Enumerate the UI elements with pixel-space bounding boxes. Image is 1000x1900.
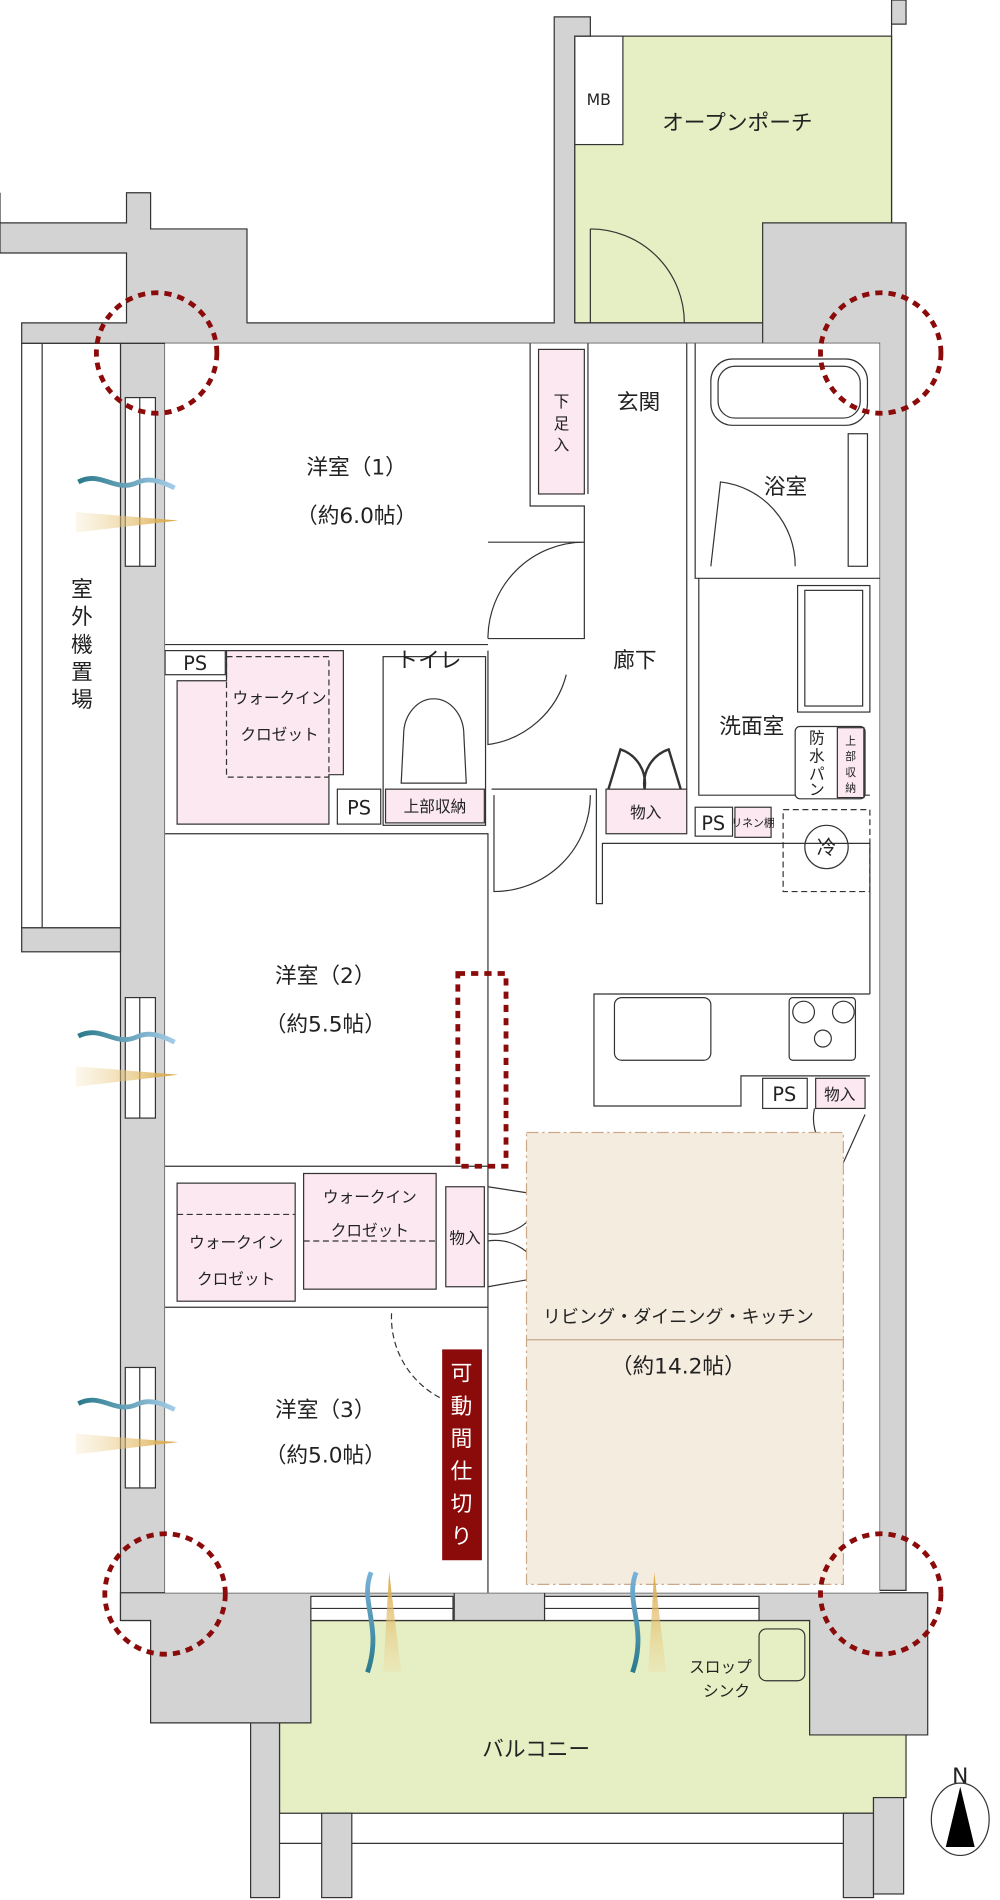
shoe-char: 下 [554, 392, 570, 411]
storage-char: 収 [845, 766, 856, 779]
room-size: （約6.0帖） [296, 504, 417, 529]
outdoor-char: 置 [71, 661, 93, 686]
pan-char: パ [809, 765, 825, 784]
airflow-icon [75, 1030, 179, 1087]
mb-label: MB [587, 90, 611, 109]
ps-label: PS [701, 812, 725, 835]
washroom-label: 洗面室 [719, 715, 784, 740]
wic-label: クロゼット [197, 1269, 275, 1288]
airflow-icon [365, 1571, 402, 1674]
balcony: バルコニー [250, 1619, 907, 1899]
north-label: N [952, 1764, 968, 1789]
partition-char: 間 [451, 1427, 473, 1452]
linen-label: リネン棚 [731, 816, 774, 830]
ldk-size: （約14.2帖） [611, 1354, 746, 1379]
slop-sink-label: シンク [703, 1681, 750, 1700]
ldk-name: リビング・ダイニング・キッチン [543, 1307, 814, 1328]
bathroom: 浴室 [710, 358, 869, 567]
partition-char: 動 [451, 1394, 473, 1419]
movable-partition-label: 可 動 間 仕 切 り [442, 1349, 482, 1561]
ps-label: PS [772, 1083, 796, 1106]
shoe-storage [537, 348, 585, 495]
storage-label: 物入 [824, 1085, 856, 1104]
kitchen-counter [593, 993, 870, 1107]
walk-in-closet-2: ウォークイン クロゼット [176, 1182, 296, 1302]
sink-icon [613, 996, 712, 1061]
airflow-icon [75, 476, 179, 533]
bath-label: 浴室 [764, 475, 807, 500]
toilet-label: トイレ [396, 648, 461, 673]
bedroom-3: 洋室（3） （約5.0帖） [265, 1398, 386, 1469]
windows [124, 396, 760, 1622]
utility-boxes: 物入 PS リネン棚 冷 PS PS PS 物入 [164, 650, 871, 1110]
partition-highlight [455, 971, 509, 1169]
bedroom-1: 洋室（1） （約6.0帖） [296, 456, 417, 529]
hallway-label: 廊下 [613, 648, 656, 673]
airflow-icons [75, 476, 667, 1674]
pan-char: 防 [809, 728, 825, 747]
pan-char: 水 [809, 746, 825, 765]
outdoor-char: 室 [71, 577, 93, 602]
room-name: 洋室（2） [275, 964, 375, 989]
entrance-label: 玄関 [617, 391, 660, 416]
room-size: （約5.0帖） [265, 1444, 386, 1469]
walk-in-closet-3: ウォークイン クロゼット 物入 [303, 1172, 485, 1290]
room-size: （約5.5帖） [265, 1012, 386, 1037]
toilet: トイレ 上部収納 [382, 648, 487, 826]
entrance: 下 足 入 玄関 [537, 348, 660, 495]
storage-label: 物入 [630, 803, 662, 822]
outdoor-unit-area: 室 外 機 置 場 [21, 342, 122, 929]
wic-label: ウォークイン [189, 1233, 283, 1252]
partition-char: 切 [451, 1492, 473, 1517]
partition-char: 仕 [451, 1459, 473, 1484]
wic-label: クロゼット [331, 1221, 409, 1240]
toilet-upper-storage-label: 上部収納 [404, 797, 467, 816]
airflow-icon [75, 1397, 179, 1455]
wic-label: ウォークイン [233, 689, 327, 708]
living-dining-kitchen: リビング・ダイニング・キッチン （約14.2帖） [525, 1131, 844, 1585]
storage-label: 物入 [449, 1228, 481, 1247]
outdoor-char: 外 [71, 605, 93, 630]
airflow-icon [630, 1571, 667, 1674]
partition-char: 可 [451, 1362, 473, 1387]
slop-sink: スロップ シンク [689, 1628, 806, 1700]
room-name: 洋室（1） [306, 456, 406, 481]
open-porch: MB オープンポーチ [574, 35, 893, 324]
wic-label: クロゼット [240, 725, 318, 744]
walk-in-closet-1: ウォークイン クロゼット [176, 650, 344, 825]
pan-char: ン [809, 780, 825, 799]
room-name: 洋室（3） [275, 1398, 375, 1423]
bedroom-2: 洋室（2） （約5.5帖） [265, 964, 386, 1037]
wic-label: ウォークイン [323, 1187, 417, 1206]
porch-label: オープンポーチ [662, 111, 812, 136]
washroom: 洗面室 防 水 パ ン 上 部 収 納 [719, 584, 871, 800]
shoe-char: 入 [554, 436, 570, 455]
partition-char: り [451, 1524, 473, 1549]
ps-label: PS [347, 796, 371, 819]
storage-char: 納 [845, 782, 856, 795]
fridge-icon [804, 824, 849, 870]
cooktop-icon [788, 996, 857, 1061]
outdoor-char: 場 [71, 688, 93, 713]
ps-label: PS [183, 652, 207, 675]
balcony-label: バルコニー [482, 1738, 590, 1763]
mb-box [574, 35, 624, 146]
fridge-label: 冷 [817, 836, 836, 859]
storage-char: 上 [845, 735, 856, 748]
column-markers [93, 290, 944, 1657]
outdoor-char: 機 [71, 633, 93, 658]
storage-char: 部 [845, 749, 856, 763]
slop-sink-label: スロップ [689, 1657, 752, 1676]
shoe-char: 足 [554, 414, 570, 433]
north-compass-icon: N [930, 1764, 990, 1857]
